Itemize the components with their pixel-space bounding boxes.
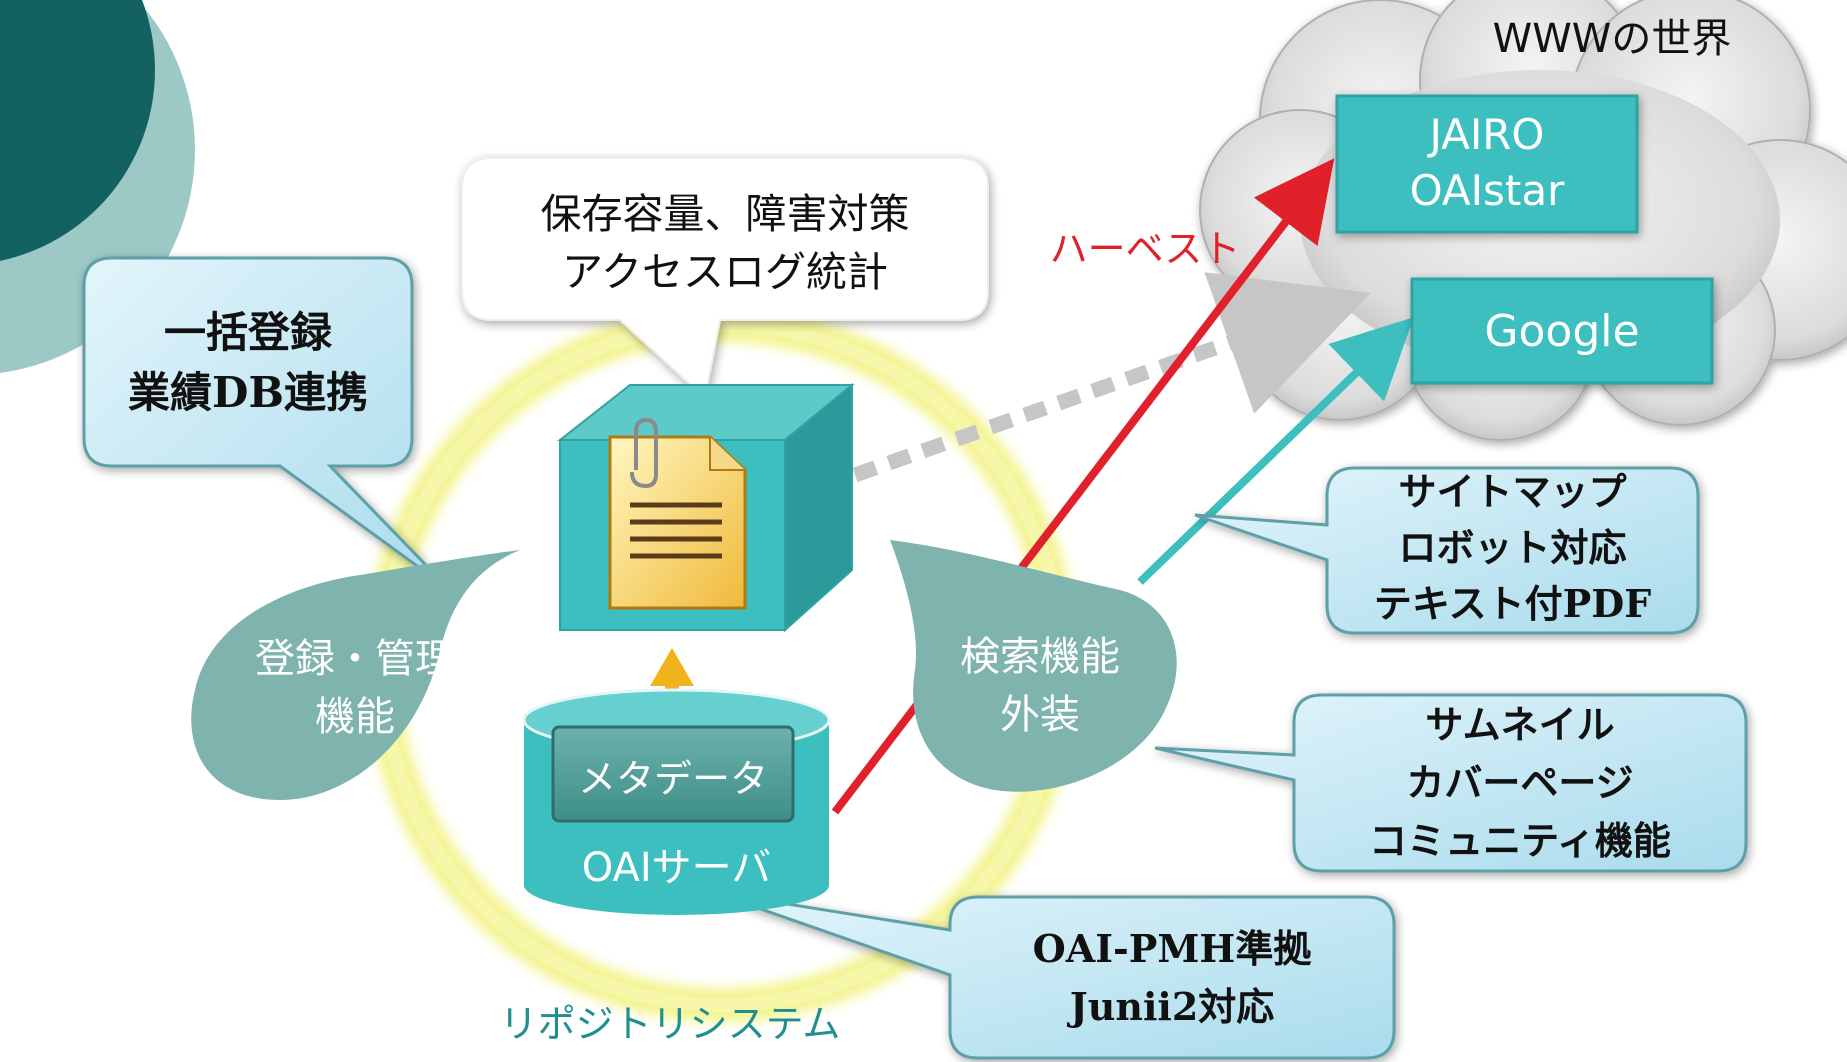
google-arrow <box>1137 317 1414 585</box>
crawl-arrow <box>852 272 1371 483</box>
thumbnail-line2: カバーページ <box>1406 760 1634 805</box>
search-bubble-text: 検索機能 外装 <box>920 628 1160 744</box>
sitemap-callout-text: サイトマップ ロボット対応 テキスト付PDF <box>1327 464 1698 632</box>
google-box <box>1410 277 1714 385</box>
system-label: リポジトリシステム <box>499 1002 841 1046</box>
thumbnail-callout-text: サムネイル カバーページ コミュニティ機能 <box>1294 696 1746 870</box>
sitemap-callout <box>1194 466 1700 635</box>
storage-callout-text: 保存容量、障害対策 アクセスログ統計 <box>462 185 988 301</box>
register-bubble <box>191 550 520 800</box>
jairo-label-line2: OAIstar <box>1409 166 1565 215</box>
oai-server-label: OAIサーバ <box>581 845 772 891</box>
thumbnail-line1: サムネイル <box>1425 702 1615 747</box>
metadata-label: メタデータ <box>577 757 768 801</box>
sitemap-line3: テキスト付PDF <box>1373 581 1652 626</box>
jairo-label-line1: JAIRO <box>1429 110 1545 159</box>
oai-callout <box>711 890 1396 1060</box>
bulk-callout-text: 一括登録 業績DB連携 <box>84 303 412 423</box>
repository-cube <box>557 382 855 633</box>
bulk-line1: 一括登録 <box>163 308 332 357</box>
bulk-line2: 業績DB連携 <box>128 368 368 417</box>
search-line1: 検索機能 <box>960 634 1120 680</box>
thumbnail-callout <box>1154 693 1748 873</box>
oai-line2: Junii2対応 <box>1069 984 1275 1029</box>
cloud-title: WWWの世界 <box>1492 16 1732 62</box>
google-label: Google <box>1484 306 1640 357</box>
storage-line1: 保存容量、障害対策 <box>540 190 910 238</box>
sitemap-line1: サイトマップ <box>1398 469 1627 514</box>
bulk-callout <box>82 256 452 592</box>
jairo-box <box>1335 94 1639 234</box>
storage-callout <box>461 157 989 400</box>
sitemap-line2: ロボット対応 <box>1398 525 1627 570</box>
oai-callout-text: OAI-PMH準拠 Junii2対応 <box>950 920 1394 1036</box>
search-bubble <box>890 540 1177 792</box>
paperclip-icon <box>630 417 658 489</box>
search-line2: 外装 <box>1000 692 1080 738</box>
harvest-label: ハーベスト <box>1049 227 1241 271</box>
document-icon <box>608 435 747 610</box>
metadata-box <box>551 725 795 823</box>
register-line2: 機能 <box>315 694 395 740</box>
register-line1: 登録・管理 <box>255 636 455 682</box>
harvest-arrow <box>831 158 1335 815</box>
storage-line2: アクセスログ統計 <box>562 248 888 296</box>
thumbnail-line3: コミュニティ機能 <box>1369 818 1671 863</box>
register-bubble-text: 登録・管理 機能 <box>210 630 500 746</box>
oai-line1: OAI-PMH準拠 <box>1032 926 1312 971</box>
jairo-label: JAIRO OAIstar <box>1337 107 1637 219</box>
